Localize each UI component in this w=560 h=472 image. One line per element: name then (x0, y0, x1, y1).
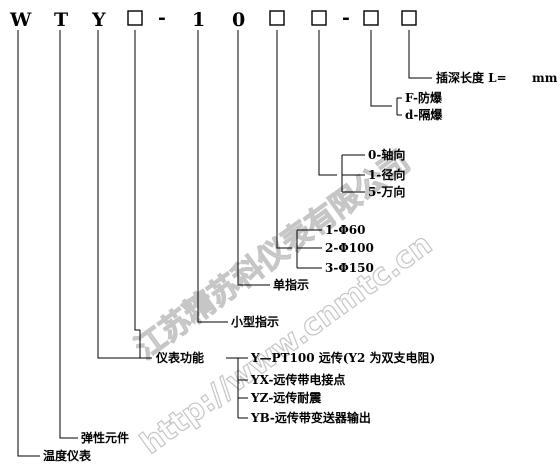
code-dash-2: - (342, 7, 350, 29)
label-phi150: 3-Φ150 (325, 261, 374, 275)
code-box-5 (401, 10, 417, 26)
model-code: W T Y - 1 0 - (9, 7, 417, 31)
label-instrument-function: 仪表功能 (155, 350, 204, 365)
code-box-3 (311, 10, 327, 26)
label-remote-yb: YB-远传带变送器输出 (250, 410, 371, 425)
option-labels: 插深长度 L= mm F-防爆 d-隔爆 0-轴向 1-径向 5-万向 1-Φ6… (43, 70, 558, 463)
label-probe-length: 插深长度 L= (436, 70, 507, 85)
label-universal: 5-万向 (368, 184, 405, 199)
label-radial: 1-径向 (368, 167, 405, 182)
code-t: T (54, 9, 68, 31)
label-phi60: 1-Φ60 (325, 223, 365, 237)
label-small-pointer: 小型指示 (231, 314, 279, 329)
code-0: 0 (232, 9, 245, 31)
label-probe-length-unit: mm (532, 71, 558, 85)
code-dash-1: - (158, 7, 166, 29)
code-y: Y (91, 9, 106, 31)
code-box-2 (269, 10, 285, 26)
connector-lines (17, 30, 432, 457)
label-elastic-element: 弹性元件 (81, 430, 129, 445)
label-phi100: 2-Φ100 (325, 241, 374, 255)
label-remote-y: Y—PT100 远传(Y2 为双支电阻) (250, 350, 435, 365)
code-1: 1 (192, 9, 205, 31)
label-axial: 0-轴向 (368, 147, 405, 162)
label-single-pointer: 单指示 (273, 277, 309, 292)
label-explosion-proof: F-防爆 (405, 90, 443, 105)
code-box-4 (363, 10, 379, 26)
label-thermometer: 温度仪表 (43, 448, 92, 463)
label-remote-yz: YZ-远传耐震 (250, 390, 322, 405)
label-isolation-explosion-proof: d-隔爆 (405, 107, 443, 122)
label-remote-yx: YX-远传带电接点 (250, 372, 345, 387)
code-box-1 (127, 10, 143, 26)
code-w: W (9, 9, 32, 31)
